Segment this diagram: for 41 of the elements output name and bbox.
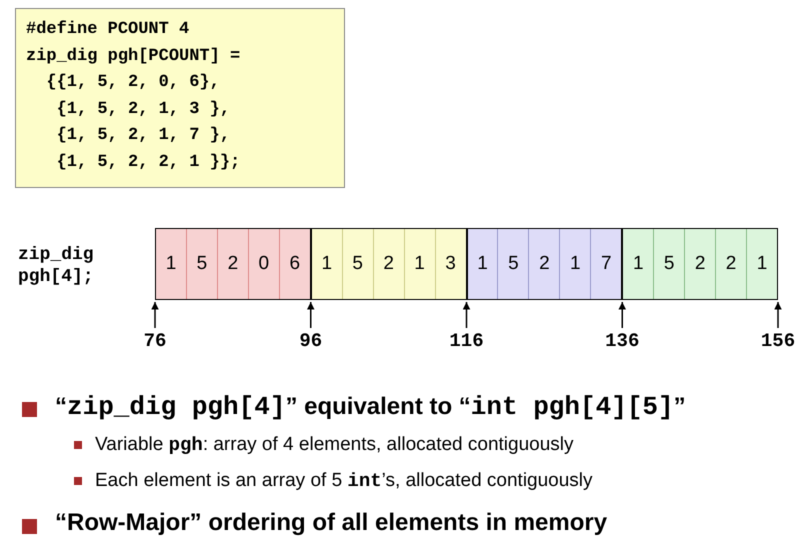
array-cell: 2	[216, 229, 248, 299]
array-cell: 1	[404, 229, 435, 299]
code-line: {{1, 5, 2, 0, 6},	[45, 72, 220, 94]
row-block-group	[155, 228, 311, 300]
array-cell: 7	[590, 229, 622, 299]
row-block-group	[622, 228, 778, 300]
array-label: zip_dig pgh[4];	[18, 244, 95, 288]
code-box	[15, 8, 345, 188]
address-label: 96	[298, 330, 324, 352]
code-line: zip_dig pgh[PCOUNT] =	[26, 46, 240, 68]
array-cell: 2	[684, 229, 716, 299]
array-cell: 1	[312, 229, 342, 299]
code-line: #define PCOUNT 4	[26, 19, 190, 41]
array-cell: 2	[715, 229, 746, 299]
array-cell: 5	[653, 229, 684, 299]
bullet-text: Each element is an array of 5 int’s, allocated contiguously	[95, 470, 593, 492]
array-cell: 1	[156, 229, 186, 299]
array-cell: 6	[278, 229, 310, 299]
array-cell: 5	[342, 229, 373, 299]
bullet-text: “Row-Major” ordering of all elements in memory	[55, 509, 608, 537]
address-label: 76	[142, 330, 168, 352]
array-cell: 3	[434, 229, 466, 299]
array-cell: 5	[497, 229, 528, 299]
array-cell: 2	[372, 229, 404, 299]
bullet-text: Variable pgh: array of 4 elements, allocated contiguously	[95, 434, 574, 456]
address-label: 136	[604, 330, 640, 352]
array-cell: 1	[559, 229, 590, 299]
code-line: {1, 5, 2, 1, 7 },	[56, 125, 230, 147]
array-cell: 1	[468, 229, 498, 299]
row-block-group	[310, 228, 466, 300]
array-cell: 5	[186, 229, 217, 299]
address-label: 116	[448, 330, 485, 352]
array-cell: 1	[623, 229, 654, 299]
array-cell: 0	[248, 229, 279, 299]
code-line: {1, 5, 2, 1, 3 },	[56, 98, 230, 120]
row-block-group	[466, 228, 622, 300]
address-label: 156	[760, 330, 796, 352]
array-cell: 1	[746, 229, 778, 299]
code-line: {1, 5, 2, 2, 1 }};	[56, 152, 240, 174]
bullet-text: “zip_dig pgh[4]” equivalent to “int pgh[4][5]”	[55, 392, 686, 422]
array-cell: 2	[528, 229, 560, 299]
